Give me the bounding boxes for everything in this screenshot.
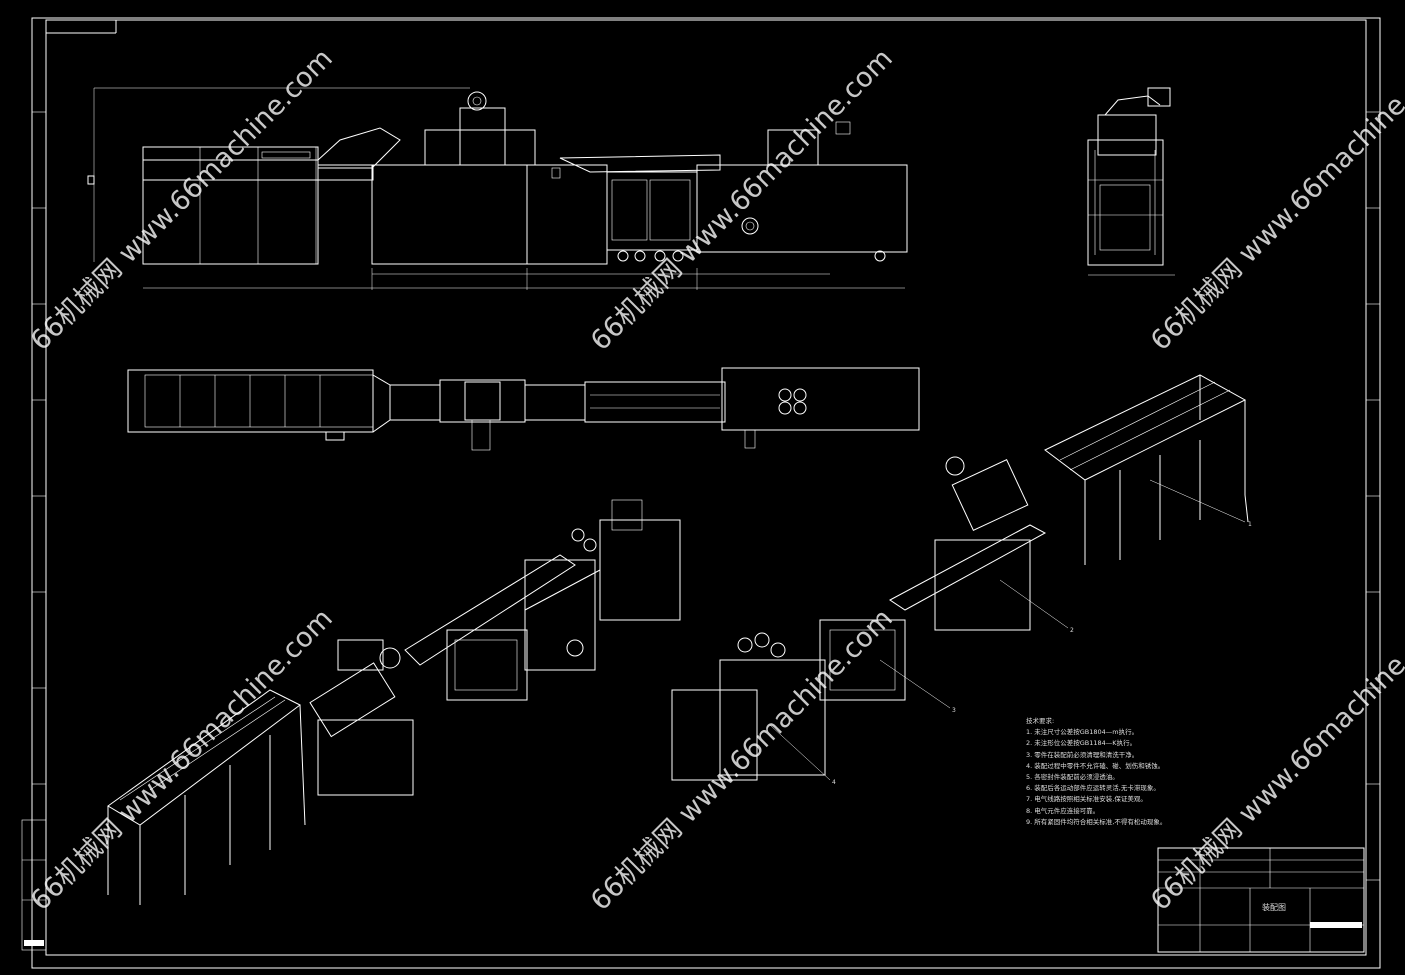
requirement-item: 2. 未注形位公差按GB1184—K执行。 [1026,739,1137,748]
requirement-item: 6. 装配后各运动部件应运转灵活,无卡滞现象。 [1026,784,1160,793]
isometric-view-left [107,499,681,905]
requirement-item: 5. 各密封件装配前必须浸透油。 [1026,773,1119,782]
balloon-1: 1 [1248,521,1252,528]
drawing-frame [21,17,1381,969]
technical-requirements: 技术要求: 1. 未注尺寸公差按GB1804—m执行。 2. 未注形位公差按GB… [1026,716,1166,828]
requirement-item: 4. 装配过程中零件不允许磕、碰、划伤和锈蚀。 [1026,761,1165,770]
top-view [127,367,920,451]
requirement-item: 9. 所有紧固件均符合相关标准,不得有松动现象。 [1026,817,1167,826]
side-view [1087,87,1175,276]
requirement-item: 8. 电气元件应连接可靠。 [1026,806,1100,815]
part-balloons: 1 2 3 4 [832,521,1252,786]
front-view [87,87,908,290]
technical-requirements-heading: 技术要求: [1026,717,1055,725]
requirement-item: 7. 电气线路按照相关标准安装,保证美观。 [1026,795,1147,804]
title-block [1157,847,1365,953]
balloon-2: 2 [1070,627,1074,634]
requirement-item: 1. 未注尺寸公差按GB1804—m执行。 [1026,728,1139,737]
requirement-item: 3. 零件在装配前必须清理和清洗干净。 [1026,750,1139,759]
title-block-title: 装配图 [1262,903,1286,912]
isometric-view-right [671,374,1249,781]
balloon-3: 3 [952,707,956,714]
balloon-4: 4 [832,779,836,786]
